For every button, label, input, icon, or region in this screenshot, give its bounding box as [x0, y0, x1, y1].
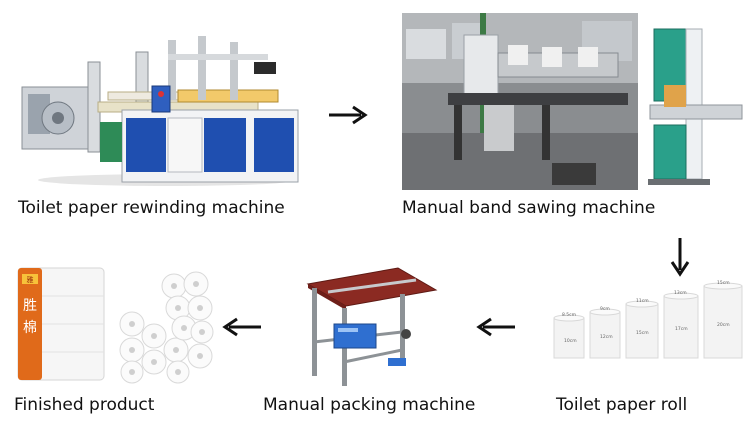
roll-height-label: 10cm [564, 338, 577, 344]
roll-height-label: 17cm [675, 326, 688, 332]
roll-width-label: 13cm [674, 290, 687, 296]
step-label-band-saw: Manual band sawing machine [402, 198, 656, 218]
roll-width-label: 15cm [717, 280, 730, 286]
step-label-packing-machine: Manual packing machine [263, 395, 476, 415]
arrow-left-icon [219, 316, 263, 338]
arrow-left-icon [473, 316, 517, 338]
packing-machine-image [298, 262, 438, 390]
package-brand-text: 棉 [23, 319, 37, 336]
step-label-finished-product: Finished product [14, 395, 155, 415]
paper-rolls-image: 8.5cm 9cm 11cm 13cm 15cm 10cm 12cm 15cm … [552, 278, 747, 363]
roll-height-label: 12cm [600, 334, 613, 340]
roll-width-label: 9cm [600, 306, 610, 312]
step-label-rewinding-machine: Toilet paper rewinding machine [18, 198, 285, 218]
package-brand-text: 雅 [27, 275, 34, 284]
roll-width-label: 8.5cm [562, 312, 576, 318]
roll-height-label: 20cm [717, 322, 730, 328]
band-saw-image [402, 13, 747, 190]
step-label-paper-roll: Toilet paper roll [556, 395, 688, 415]
roll-width-label: 11cm [636, 298, 649, 304]
roll-height-label: 15cm [636, 330, 649, 336]
rewinding-machine-image [18, 32, 300, 187]
finished-product-image: 雅 胜 棉 [14, 262, 214, 384]
arrow-right-icon [327, 104, 371, 126]
arrow-down-icon [668, 236, 692, 280]
package-brand-text: 胜 [23, 298, 37, 314]
